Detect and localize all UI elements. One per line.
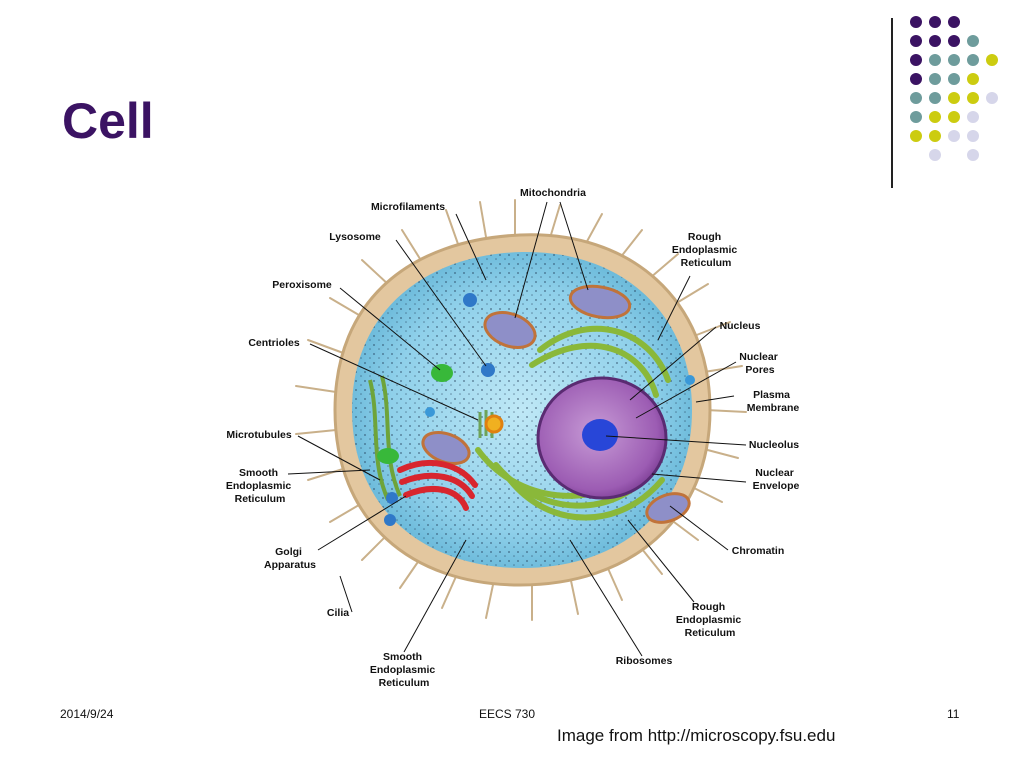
label-line: Nuclear	[739, 351, 778, 363]
decorative-dot	[929, 149, 941, 161]
cell-diagram: Mitochondria Microfilaments Lysosome Per…	[226, 187, 800, 689]
decorative-dot-grid	[910, 16, 1010, 166]
decorative-dot	[948, 73, 960, 85]
label-lysosome: Lysosome	[329, 231, 381, 243]
decorative-dot	[948, 54, 960, 66]
decorative-dot	[967, 54, 979, 66]
decorative-dot	[967, 92, 979, 104]
peroxisome-shape	[431, 364, 453, 382]
label-nucleus: Nucleus	[720, 320, 761, 332]
decorative-dot	[910, 73, 922, 85]
label-line: Endoplasmic	[672, 244, 738, 256]
centrioles-shape	[478, 410, 504, 438]
label-cilia: Cilia	[327, 607, 349, 619]
label-nuclear-envelope: Nuclear Envelope	[753, 467, 800, 492]
label-line: Reticulum	[681, 257, 732, 269]
label-line: Plasma	[753, 389, 790, 401]
decorative-dot	[929, 73, 941, 85]
decorative-dot	[967, 111, 979, 123]
decorative-dot	[910, 130, 922, 142]
decorative-dot	[986, 92, 998, 104]
smooth-er-shape	[368, 375, 402, 501]
decorative-dot	[929, 92, 941, 104]
decorative-dot	[948, 35, 960, 47]
decorative-dot	[948, 92, 960, 104]
label-plasma-membrane: Plasma Membrane	[747, 389, 800, 414]
mitochondria-shape	[421, 284, 691, 524]
vesicle-shape	[386, 492, 398, 504]
decorative-dot	[948, 16, 960, 28]
footer-date: 2014/9/24	[60, 707, 114, 721]
label-mitochondria: Mitochondria	[520, 187, 586, 199]
label-line: Rough	[692, 601, 725, 613]
label-line: Pores	[745, 364, 774, 376]
label-smooth-er-left: Smooth Endoplasmic Reticulum	[226, 467, 294, 505]
image-credit: Image from http://microscopy.fsu.edu	[557, 726, 836, 745]
vesicle-shape	[425, 407, 435, 417]
decorative-dot	[986, 54, 998, 66]
label-smooth-er-bottom: Smooth Endoplasmic Reticulum	[370, 651, 438, 689]
decorative-dot	[967, 35, 979, 47]
label-line: Smooth	[383, 651, 422, 663]
label-line: Endoplasmic	[676, 614, 742, 626]
decorative-dot	[967, 73, 979, 85]
label-line: Endoplasmic	[226, 480, 292, 492]
label-golgi: Golgi Apparatus	[264, 546, 316, 571]
decorative-divider	[891, 18, 893, 188]
vesicle-shape	[384, 514, 396, 526]
label-line: Membrane	[747, 402, 800, 414]
label-rough-er-top: Rough Endoplasmic Reticulum	[672, 231, 740, 269]
label-chromatin: Chromatin	[732, 545, 785, 557]
footer-course: EECS 730	[479, 707, 536, 721]
vesicle-shape	[463, 293, 477, 307]
lysosome-shape	[481, 363, 495, 377]
label-microtubules: Microtubules	[226, 429, 291, 441]
label-line: Envelope	[753, 480, 800, 492]
decorative-dot	[910, 54, 922, 66]
decorative-dot	[929, 16, 941, 28]
label-line: Reticulum	[235, 493, 286, 505]
label-line: Rough	[688, 231, 721, 243]
label-line: Golgi	[275, 546, 302, 558]
label-rough-er-bottom: Rough Endoplasmic Reticulum	[676, 601, 744, 639]
label-nucleolus: Nucleolus	[749, 439, 799, 451]
label-line: Apparatus	[264, 559, 316, 571]
decorative-dot	[910, 92, 922, 104]
slide-title: Cell	[62, 93, 154, 149]
decorative-dot	[910, 111, 922, 123]
label-centrioles: Centrioles	[248, 337, 300, 349]
label-nuclear-pores: Nuclear Pores	[739, 351, 780, 376]
label-line: Reticulum	[379, 677, 430, 689]
vesicle-shape	[685, 375, 695, 385]
decorative-dot	[948, 111, 960, 123]
label-line: Reticulum	[685, 627, 736, 639]
decorative-dot	[910, 16, 922, 28]
decorative-dot	[948, 130, 960, 142]
vesicle-shape	[377, 448, 399, 464]
label-microfilaments: Microfilaments	[371, 201, 445, 213]
page-number: 11	[947, 707, 960, 721]
decorative-dot	[929, 111, 941, 123]
nucleolus-shape	[582, 419, 618, 451]
decorative-dot	[929, 35, 941, 47]
label-line: Nuclear	[755, 467, 794, 479]
decorative-dot	[967, 130, 979, 142]
decorative-dot	[910, 35, 922, 47]
label-peroxisome: Peroxisome	[272, 279, 332, 291]
label-ribosomes: Ribosomes	[616, 655, 673, 667]
decorative-dot	[967, 149, 979, 161]
leader-lines	[287, 201, 747, 657]
decorative-dot	[929, 130, 941, 142]
label-line: Endoplasmic	[370, 664, 436, 676]
label-line: Smooth	[239, 467, 278, 479]
decorative-dot	[929, 54, 941, 66]
golgi-shape	[397, 460, 478, 511]
